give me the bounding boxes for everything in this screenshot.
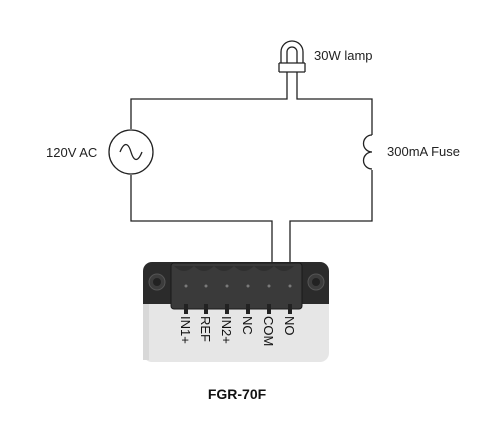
lamp-label: 30W lamp <box>314 48 373 63</box>
wires <box>130 72 373 268</box>
wire-lamp-to-fuse <box>296 72 373 135</box>
terminal-labels: IN1+ REF IN2+ NC COM NO <box>178 316 297 346</box>
wire-lamp-to-source <box>130 72 288 129</box>
wire-source-to-com <box>130 175 273 268</box>
terminal-label-ref: REF <box>198 316 213 342</box>
terminal-label-no: NO <box>282 316 297 336</box>
fuse-label: 300mA Fuse <box>387 144 460 159</box>
terminal-label-com: COM <box>261 316 276 346</box>
fuse-icon <box>362 134 373 170</box>
device-label: FGR-70F <box>208 386 267 402</box>
source-label: 120V AC <box>46 145 97 160</box>
terminal-label-in2: IN2+ <box>219 316 234 344</box>
terminal-label-nc: NC <box>240 316 255 335</box>
lamp-icon <box>278 40 306 73</box>
terminal-label-in1: IN1+ <box>178 316 193 344</box>
ac-source-icon <box>108 129 154 175</box>
relay-module-icon <box>143 262 329 362</box>
wire-fuse-to-no <box>289 170 373 268</box>
